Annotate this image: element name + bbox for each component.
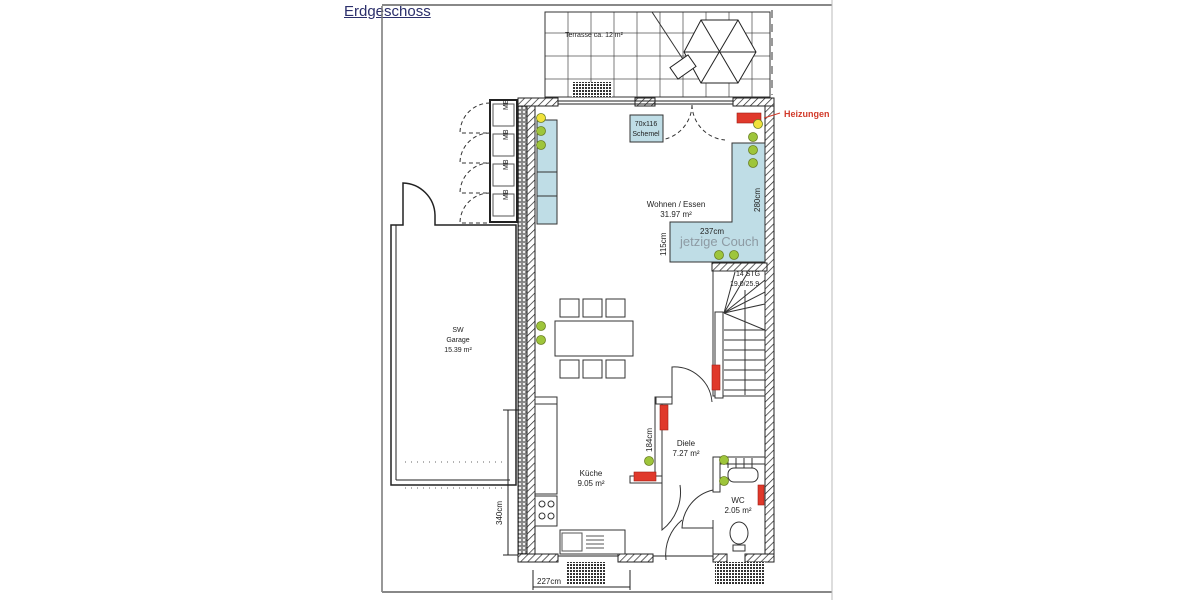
- heater-icon: [633, 471, 657, 482]
- schemel-label: Schemel: [632, 131, 660, 138]
- cabinet-label: MB: [503, 159, 510, 170]
- dimension-340: 340cm: [495, 409, 520, 556]
- room-wohnen-name: Wohnen / Essen: [647, 200, 706, 209]
- heater-icon: [757, 484, 765, 506]
- cabinet-label: MB: [503, 129, 510, 140]
- socket-icon: [748, 132, 758, 142]
- cabinet-label: MB: [503, 99, 510, 110]
- couch-width: 237cm: [700, 227, 724, 236]
- wc: WC 2.05 m²: [724, 458, 759, 552]
- garage-line1: SW: [452, 327, 464, 334]
- garage: SW Garage 15.39 m²: [390, 182, 521, 555]
- room-diele-area: 7.27 m²: [672, 449, 699, 458]
- socket-icon: [536, 113, 546, 123]
- front-width-label: 227cm: [537, 577, 561, 586]
- terrace-door: [659, 104, 726, 141]
- stairs-count: 14 STG: [736, 271, 760, 278]
- socket-icon: [644, 456, 654, 466]
- heater-icon: [736, 112, 762, 124]
- couch-label: jetzige Couch: [679, 234, 759, 249]
- couch-side-length: 280cm: [753, 188, 762, 212]
- dimension-227: 227cm: [532, 570, 631, 590]
- room-kueche-name: Küche: [580, 469, 603, 478]
- socket-icon: [536, 126, 546, 136]
- room-kueche-area: 9.05 m²: [577, 479, 604, 488]
- socket-icon: [753, 119, 763, 129]
- heizungen-label: Heizungen: [784, 109, 830, 119]
- kitchen: Küche 9.05 m²: [534, 403, 626, 555]
- socket-icon: [719, 455, 729, 465]
- room-wc-area: 2.05 m²: [724, 506, 751, 515]
- socket-icon: [729, 250, 739, 260]
- garage-depth-label: 340cm: [495, 501, 504, 525]
- room-wc-name: WC: [731, 496, 745, 505]
- schemel-size: 70x116: [635, 121, 658, 128]
- interior-doors: [661, 366, 714, 561]
- parasol-icon: [669, 19, 757, 84]
- staircase: 14 STG 19.0/25.9: [711, 262, 768, 399]
- socket-icon: [748, 158, 758, 168]
- socket-icon: [536, 140, 546, 150]
- socket-icon: [748, 145, 758, 155]
- diele-wall-length: 184cm: [645, 428, 654, 452]
- room-diele-name: Diele: [677, 439, 696, 448]
- room-wohnen-area: 31.97 m²: [660, 210, 692, 219]
- dining-table: [554, 298, 634, 379]
- garage-area: 15.39 m²: [444, 347, 472, 354]
- cabinet-stack: MB MB MB MB: [459, 99, 518, 224]
- stairs-dimensions: 19.0/25.9: [730, 281, 759, 288]
- couch: 280cm 237cm jetzige Couch 115cm: [659, 142, 766, 263]
- heater-icons: [633, 112, 765, 506]
- cabinet-label: MB: [503, 189, 510, 200]
- terrace-label: Terrasse ca. 12 m²: [565, 32, 624, 39]
- socket-icon: [536, 321, 546, 331]
- socket-icon: [714, 250, 724, 260]
- schemel: 70x116 Schemel: [629, 114, 664, 143]
- garage-line2: Garage: [446, 337, 469, 344]
- couch-depth: 115cm: [659, 232, 668, 256]
- page-title: Erdgeschoss: [344, 3, 431, 20]
- socket-icons: [536, 113, 763, 486]
- page-frame: [381, 0, 833, 600]
- heater-icon: [659, 404, 669, 431]
- exterior-walls: [517, 97, 775, 584]
- socket-icon: [719, 476, 729, 486]
- socket-icon: [536, 335, 546, 345]
- heater-icon: [711, 364, 721, 391]
